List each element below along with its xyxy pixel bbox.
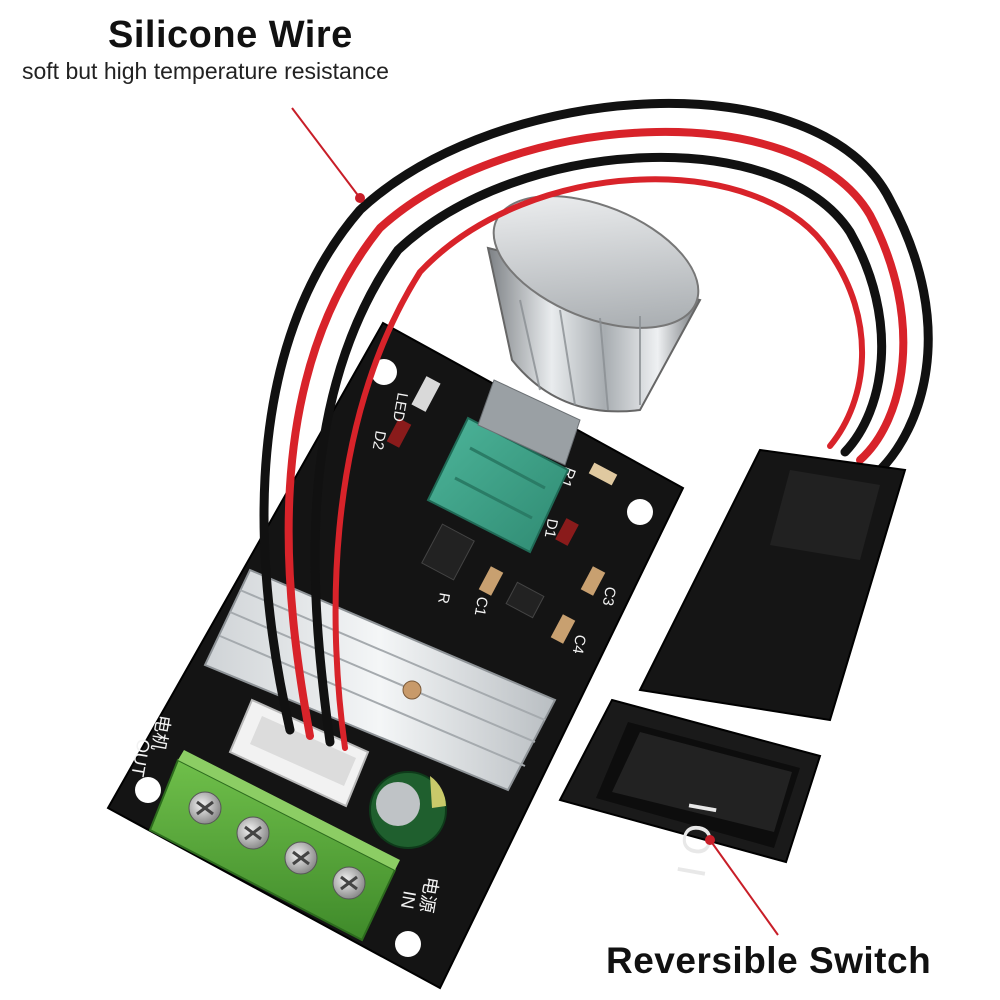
wire-callout-subtitle: soft but high temperature resistance: [22, 58, 389, 84]
resistor-r1: [588, 462, 618, 486]
mounting-hole: [395, 931, 421, 957]
switch-callout-title: Reversible Switch: [606, 940, 932, 981]
capacitor-c3: [580, 566, 606, 596]
led-component: [411, 376, 441, 412]
silicone-wire-loop: [259, 98, 933, 751]
capacitor-c4: [550, 614, 576, 644]
switch-leader-dot: [705, 835, 715, 845]
transistor: [505, 581, 545, 619]
mounting-hole: [135, 777, 161, 803]
wire-callout-title: Silicone Wire: [108, 14, 353, 56]
wire-leader-line: [291, 107, 361, 199]
reversible-switch[interactable]: I O I: [558, 448, 907, 881]
capacitor-c1: [478, 566, 504, 596]
terminal-block: [148, 750, 400, 942]
potentiometer: [426, 379, 581, 554]
switch-leader-line: [709, 839, 779, 936]
diode-d2: [386, 418, 412, 448]
heatsink-screw: [402, 680, 422, 700]
pcb-label-c3: C3: [599, 585, 619, 607]
mounting-hole: [627, 499, 653, 525]
pcb-label-led: LED: [389, 391, 411, 423]
wire-leader-dot: [355, 193, 365, 203]
pcb-label-c1: C1: [471, 595, 491, 617]
electrolytic-capacitor: [369, 771, 447, 849]
diode-d1: [555, 518, 579, 546]
pcb-label-d2: D2: [369, 429, 389, 451]
ic-chip: [421, 523, 475, 581]
pcb-label-r: R: [434, 591, 453, 605]
pcb-label-c4: C4: [569, 633, 589, 655]
speed-knob[interactable]: [475, 170, 717, 413]
pcb-label-d1: D1: [541, 517, 561, 539]
pcb-label-in: IN: [397, 889, 420, 910]
